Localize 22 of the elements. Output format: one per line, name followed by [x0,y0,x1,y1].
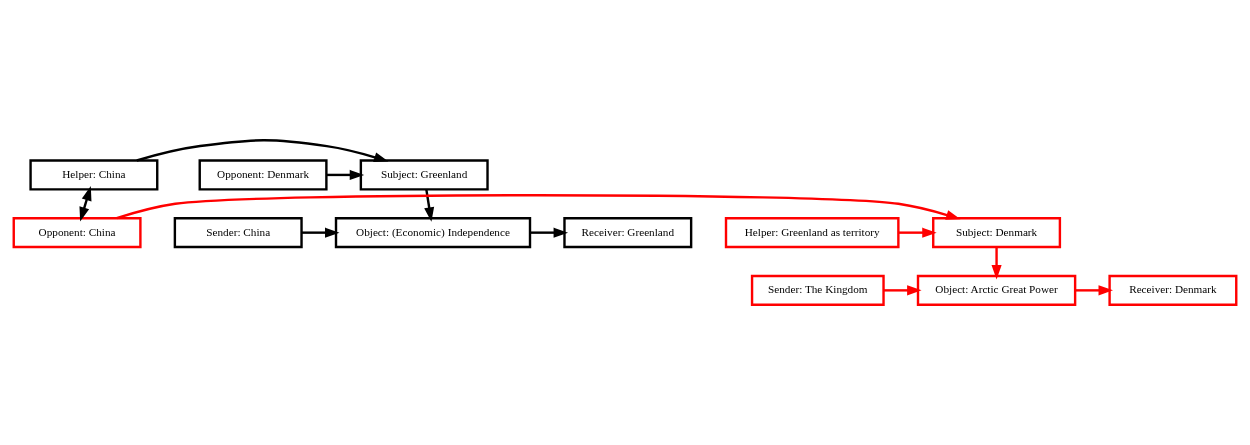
node-box: Receiver: Greenland [563,217,693,249]
arrow [530,227,569,238]
node-box: Sender: The Kingdom [750,274,885,306]
arrow [301,227,340,238]
arrow [898,227,937,238]
arrow [1075,285,1113,296]
arrow [991,247,1002,280]
arrow [326,169,365,180]
node-box: Object: Arctic Great Power [916,274,1077,306]
arrow [883,285,922,296]
arrow [136,139,389,163]
node-box: Object: (Economic) Independence [334,217,532,249]
node-box: Opponent: Denmark [198,159,328,191]
node-box: Helper: Greenland as territory [724,217,900,249]
arrow [116,194,961,220]
node-box: Opponent: China [12,217,142,249]
node-box: Helper: China [29,159,159,191]
node-box: Receiver: Denmark [1108,274,1238,306]
node-box: Subject: Greenland [359,159,489,191]
arrow [424,189,435,222]
node-box: Subject: Denmark [932,217,1062,249]
node-box: Sender: China [173,217,303,249]
